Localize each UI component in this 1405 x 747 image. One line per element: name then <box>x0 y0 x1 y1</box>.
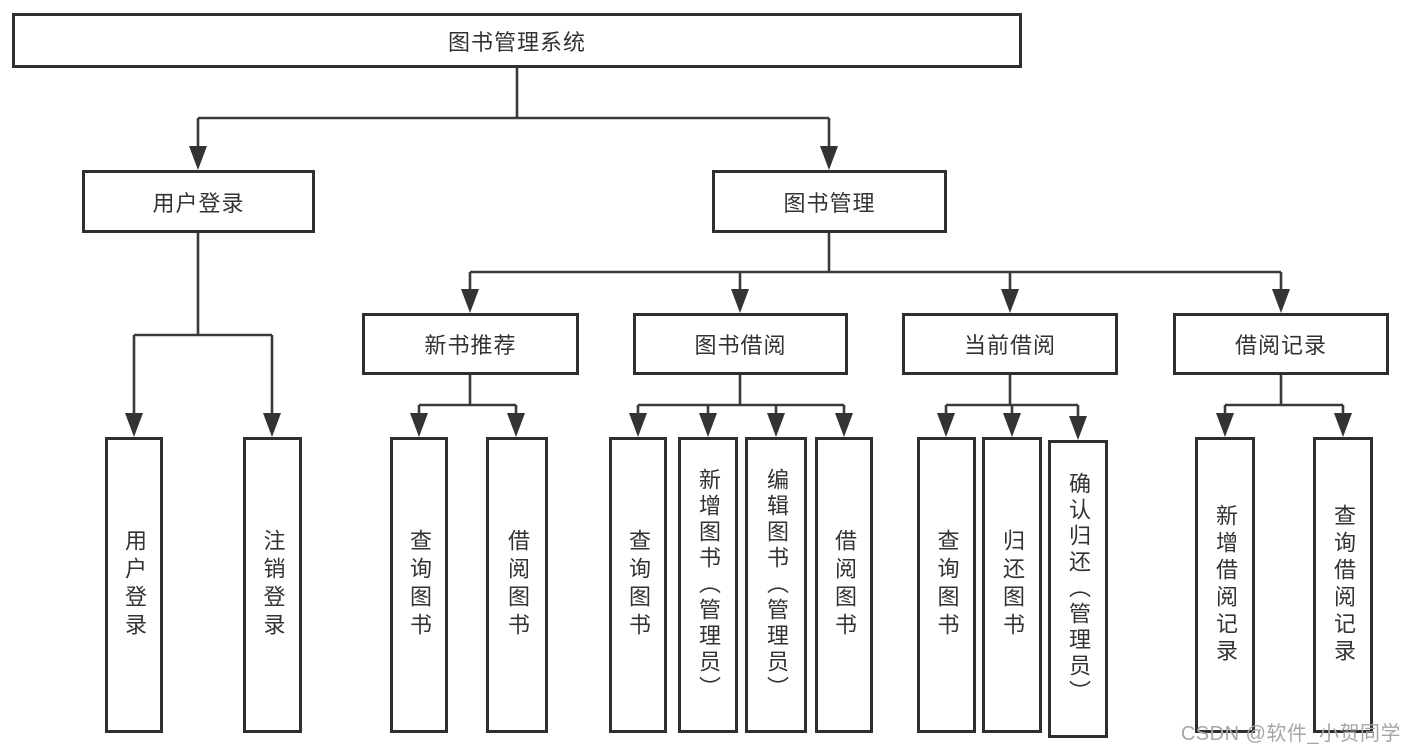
node-leaf-query-books-2: 查询图书 <box>609 437 667 733</box>
node-leaf-query-books-3: 查询图书 <box>917 437 976 733</box>
node-label: 当前借阅 <box>963 333 1056 358</box>
node-label: 注销登录 <box>260 529 286 641</box>
connector-book-borrow-to-leaves <box>629 375 853 437</box>
node-leaf-borrow-books-1: 借阅图书 <box>486 437 548 733</box>
node-leaf-add-books-admin: 新增图书（管理员） <box>678 437 738 733</box>
node-book-management: 图书管理 <box>712 170 947 233</box>
node-leaf-add-borrow-record: 新增借阅记录 <box>1195 437 1255 733</box>
node-label: 查询借阅记录 <box>1331 504 1356 666</box>
connector-book-management-to-level3 <box>461 233 1290 313</box>
node-leaf-edit-books-admin: 编辑图书（管理员） <box>745 437 807 733</box>
node-label: 新增图书（管理员） <box>696 468 721 702</box>
node-label: 查询图书 <box>626 529 651 641</box>
node-leaf-logout: 注销登录 <box>243 437 302 733</box>
node-label: 用户登录 <box>152 190 245 216</box>
node-label: 用户登录 <box>122 529 147 641</box>
connector-root-to-level2 <box>189 68 838 170</box>
node-label: 图书管理系统 <box>447 29 586 55</box>
node-label: 图书借阅 <box>694 333 787 358</box>
node-label: 查询图书 <box>934 529 960 641</box>
node-label: 新增借阅记录 <box>1213 504 1238 666</box>
node-library-management-system: 图书管理系统 <box>12 13 1022 68</box>
node-leaf-borrow-books-2: 借阅图书 <box>815 437 873 733</box>
node-label: 查询图书 <box>407 529 432 641</box>
connector-user-login-to-leaves <box>125 233 281 437</box>
connector-current-borrow-to-leaves <box>937 375 1087 440</box>
node-label: 确认归还（管理员） <box>1066 472 1091 706</box>
node-current-borrow: 当前借阅 <box>902 313 1118 375</box>
node-leaf-query-borrow-record: 查询借阅记录 <box>1313 437 1373 733</box>
node-new-book-recommend: 新书推荐 <box>362 313 579 375</box>
node-label: 新书推荐 <box>424 333 517 358</box>
node-label: 借阅图书 <box>505 529 530 641</box>
node-leaf-return-books: 归还图书 <box>982 437 1042 733</box>
node-borrow-records: 借阅记录 <box>1173 313 1389 375</box>
node-label: 借阅记录 <box>1234 333 1327 358</box>
connector-new-books-to-leaves <box>410 375 525 437</box>
node-label: 编辑图书（管理员） <box>764 468 789 702</box>
node-leaf-user-login: 用户登录 <box>105 437 163 733</box>
node-label: 归还图书 <box>1000 529 1025 641</box>
node-book-borrow: 图书借阅 <box>633 313 848 375</box>
node-leaf-confirm-return-admin: 确认归还（管理员） <box>1048 440 1108 738</box>
node-user-login: 用户登录 <box>82 170 315 233</box>
node-leaf-query-books-1: 查询图书 <box>390 437 448 733</box>
node-label: 借阅图书 <box>832 529 857 641</box>
connector-borrow-records-to-leaves <box>1216 375 1352 437</box>
node-label: 图书管理 <box>783 190 876 216</box>
csdn-watermark: CSDN @软件_小贺同学 <box>1180 723 1401 745</box>
